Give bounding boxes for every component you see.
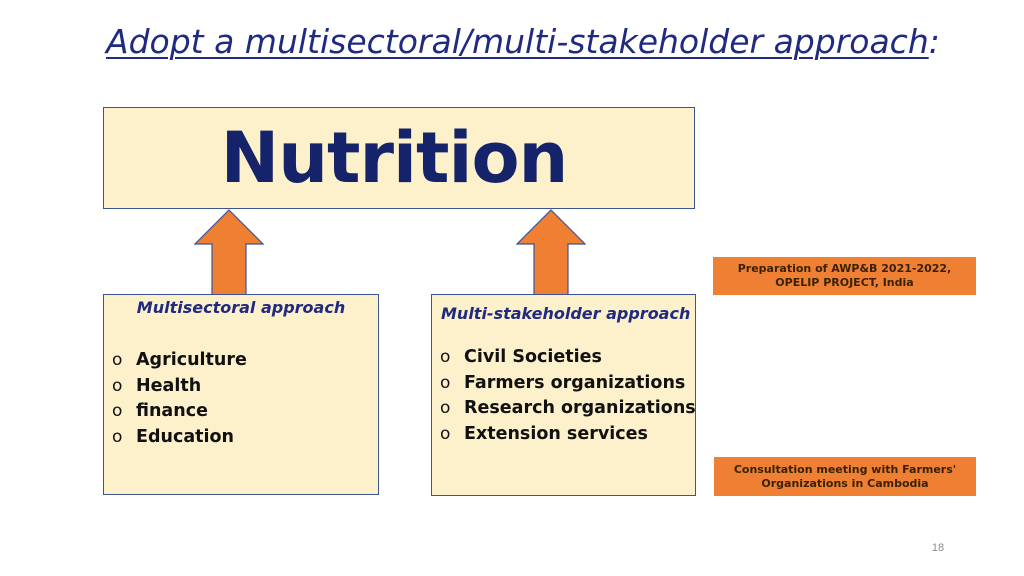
caption-line: Preparation of AWP&B 2021-2022, [737,262,952,275]
caption-line: Consultation meeting with Farmers' [733,462,957,476]
slide-title: Adopt a multisectoral/multi-stakeholder … [106,20,1006,64]
bullet-icon: o [440,346,451,367]
list-item-label: Research organizations [464,398,696,419]
nutrition-label: Nutrition [220,117,569,199]
bullet-icon: o [440,372,451,393]
bullet-icon: o [440,398,451,419]
list-item-label: Extension services [464,423,648,444]
up-arrow-left-icon [194,209,264,295]
list-item-label: Agriculture [136,349,247,370]
list-item-label: Farmers organizations [464,372,686,393]
slide-title-text: Adopt a multisectoral/multi-stakeholder … [106,22,929,61]
bullet-icon: o [440,423,451,444]
list-item: o Extension services [440,421,696,447]
multistakeholder-title: Multi-stakeholder approach [441,304,691,323]
list-item: o finance [112,398,247,424]
list-item-label: Civil Societies [464,346,602,367]
multisectoral-title: Multisectoral approach [136,298,346,317]
list-item: o Health [112,373,247,399]
caption-line: Organizations in Cambodia [761,476,929,490]
list-item: o Education [112,424,247,450]
list-item: o Research organizations [440,395,696,421]
nutrition-box: Nutrition [103,107,695,209]
multistakeholder-box: Multi-stakeholder approach o Civil Societ… [431,294,696,496]
list-item: o Civil Societies [440,344,696,370]
bullet-icon: o [112,401,123,422]
caption-awpb-india: Preparation of AWP&B 2021-2022, OPELIP P… [713,257,976,295]
list-item: o Agriculture [112,347,247,373]
list-item-label: Education [136,426,234,447]
list-item: o Farmers organizations [440,370,696,396]
bullet-icon: o [112,426,123,447]
page-number: 18 [931,542,945,554]
caption-cambodia-meeting: Consultation meeting with Farmers' Organ… [714,457,976,496]
list-item-label: finance [136,401,208,422]
list-item-label: Health [136,375,202,396]
bullet-icon: o [112,375,123,396]
caption-line: OPELIP PROJECT, India [775,276,914,289]
slide-title-colon: : [928,22,940,61]
bullet-icon: o [112,349,123,370]
up-arrow-right-icon [516,209,586,295]
